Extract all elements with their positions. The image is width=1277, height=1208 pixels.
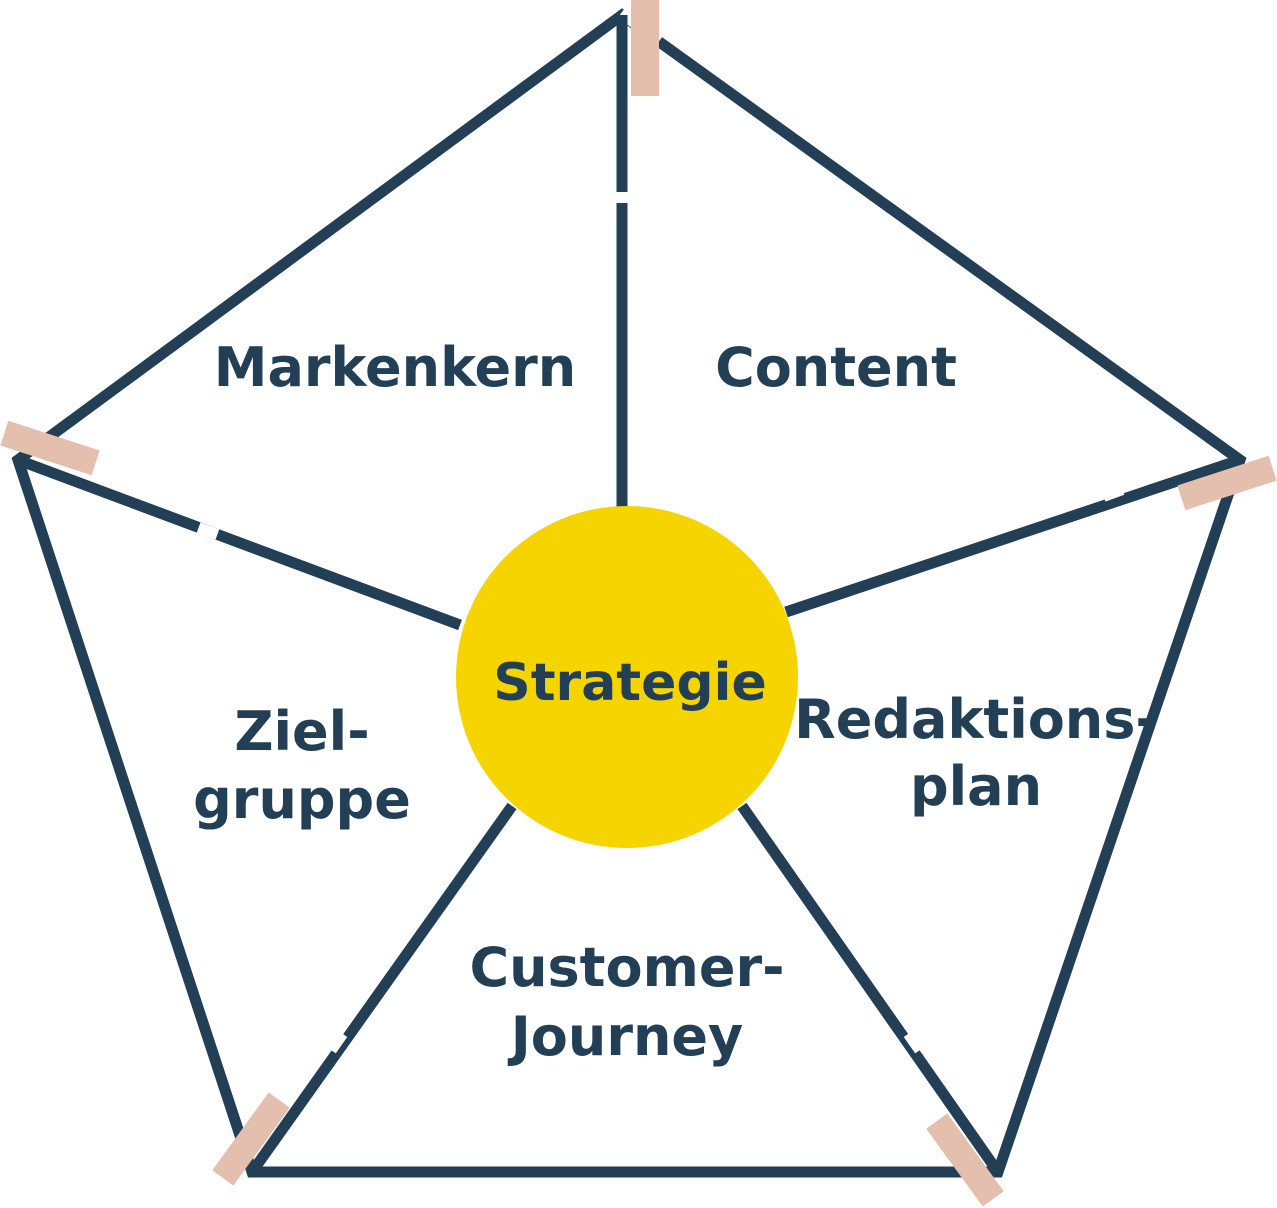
corner-tab-left <box>0 420 100 476</box>
spoke-bottom-left <box>247 802 517 1176</box>
corner-tab-bottom-left <box>212 1092 290 1186</box>
segment-label-redaktionsplan-line2: plan <box>910 755 1042 818</box>
corner-tab-right <box>1177 455 1277 511</box>
corner-tab-bottom-right <box>926 1113 1004 1207</box>
segment-label-zielgruppe-line2: gruppe <box>193 768 411 831</box>
spoke-right-break <box>1101 484 1125 502</box>
spoke-left-break <box>196 522 220 540</box>
spoke-bottom-right <box>737 802 1003 1176</box>
spoke-top-break <box>612 192 632 203</box>
corner-tab-top <box>631 0 659 96</box>
pentagon-outline <box>11 8 1247 1178</box>
spoke-left <box>16 454 462 631</box>
segment-label-markenkern: Markenkern <box>214 336 577 399</box>
segment-label-redaktionsplan-line1: Redaktions- <box>794 688 1158 751</box>
center-circle <box>456 506 798 848</box>
center-label: Strategie <box>493 653 766 713</box>
spoke-bottom-right-break <box>903 1030 925 1054</box>
spoke-bottom-left-break <box>326 1030 348 1054</box>
spoke-right <box>784 454 1242 618</box>
segment-label-customer-journey-line1: Customer- <box>469 936 784 999</box>
segment-label-customer-journey-line2: Journey <box>507 1005 744 1068</box>
segment-label-zielgruppe-line1: Ziel- <box>234 700 369 763</box>
segment-label-content: Content <box>715 336 957 399</box>
